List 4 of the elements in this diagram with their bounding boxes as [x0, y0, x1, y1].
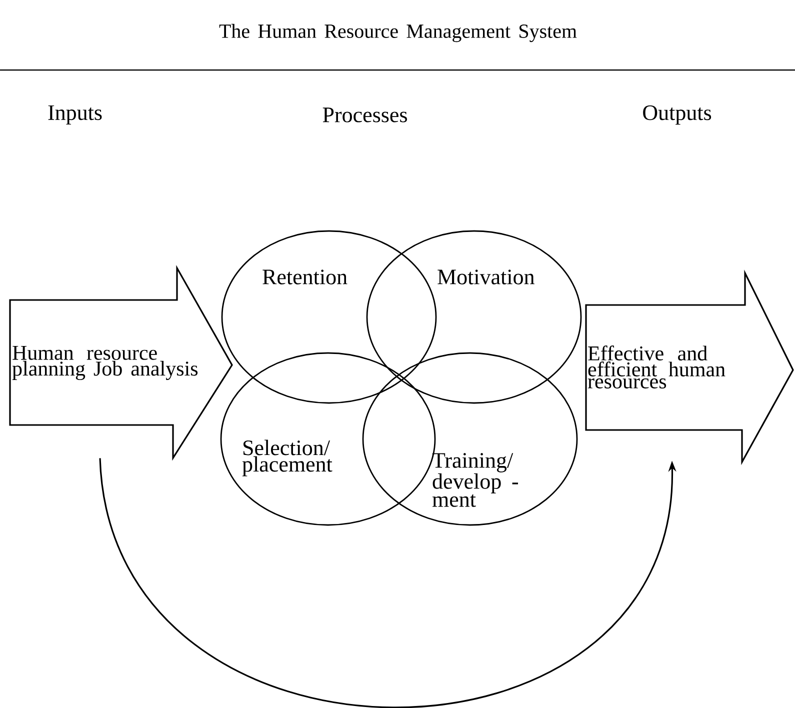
column-heading: Inputs — [48, 105, 102, 125]
column-heading: Processes — [322, 108, 407, 122]
column-heading: Outputs — [643, 105, 712, 125]
title: The Human Resource Management System — [219, 24, 577, 42]
